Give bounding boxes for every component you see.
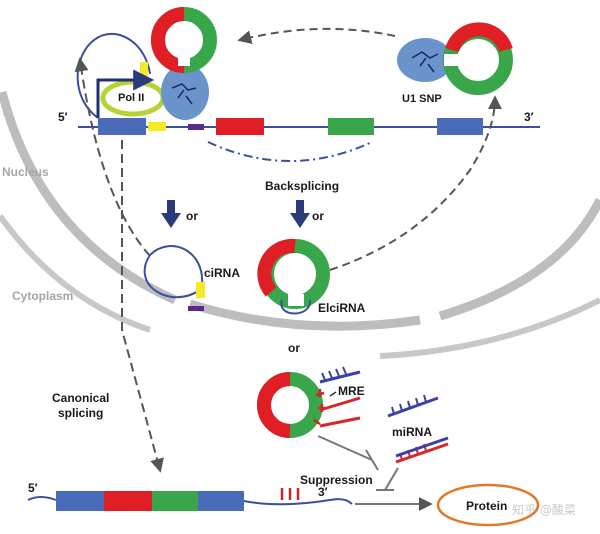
mre-pointer (329, 391, 337, 397)
elcirna-to-u1-arrow (329, 95, 502, 271)
protein-ellipse (436, 483, 540, 527)
backsplicing-label: Backsplicing (265, 179, 339, 193)
exon-blue-1 (98, 118, 146, 135)
cirna-to-pol2-arrow (74, 57, 151, 257)
cirna-label: ciRNA (204, 266, 240, 280)
u1snp-label: U1 SNP (402, 93, 442, 105)
suppression-label: Suppression (300, 473, 373, 487)
down-arrow-left (161, 200, 181, 228)
purple-site (188, 124, 204, 130)
watermark: 知乎 @酸菜 (512, 502, 576, 517)
pol2-label: Pol II (118, 92, 144, 104)
mirna-label: miRNA (392, 425, 432, 439)
or-left-label: or (186, 209, 198, 223)
elcirna-label: ElciRNA (318, 301, 366, 315)
down-arrow-right (290, 200, 310, 228)
backsplicing-arc (207, 141, 373, 162)
canonical-splicing-label-1: Canonical (52, 391, 109, 405)
mirna-cluster (319, 366, 449, 464)
pre-mrna-gene (78, 118, 540, 135)
mature-mrna (27, 488, 353, 511)
five-prime-bottom-label: 5′ (28, 481, 38, 495)
nuclear-membrane (0, 90, 600, 331)
exon-red (216, 118, 264, 135)
u1snp-complex (397, 22, 513, 95)
cytoplasm-membrane (0, 214, 600, 359)
circrna-sponge (257, 372, 326, 438)
three-prime-bottom-label: 3′ (318, 485, 328, 499)
canonical-path-arrow (121, 140, 164, 473)
five-prime-top-label: 5′ (58, 110, 68, 124)
or-right-label: or (312, 209, 324, 223)
exon-green (328, 118, 374, 135)
exon-blue-2 (437, 118, 483, 135)
yellow-site (148, 122, 166, 131)
or-bottom-label: or (288, 341, 300, 355)
suppression-arrows (317, 435, 399, 491)
pol2-enzyme (161, 64, 209, 120)
mre-label: MRE (338, 384, 365, 398)
pol2-complex (76, 7, 217, 120)
three-prime-top-label: 3′ (524, 110, 534, 124)
elcirna-molecule (257, 238, 330, 315)
cytoplasm-label: Cytoplasm (12, 289, 73, 303)
nucleus-label: Nucleus (2, 165, 49, 179)
protein-label: Protein (466, 499, 507, 513)
u1-to-pol2-arrow (237, 27, 396, 45)
canonical-splicing-label-2: splicing (58, 406, 103, 420)
